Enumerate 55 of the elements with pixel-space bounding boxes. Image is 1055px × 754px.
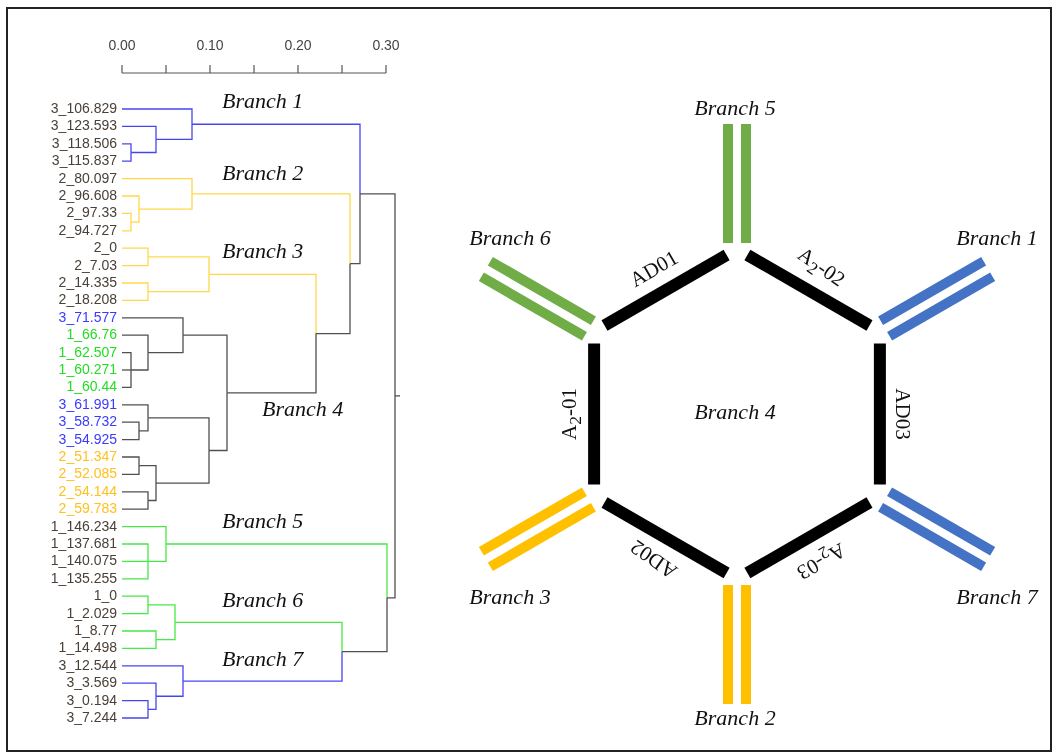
- sample-label: 2_18.208: [58, 292, 117, 307]
- sample-label: 1_0: [93, 588, 117, 603]
- sample-label: 3_3.569: [66, 675, 117, 690]
- sample-label: 1_8.77: [74, 623, 117, 637]
- tick-label: 0.00: [108, 38, 136, 52]
- branch-label: Branch 5: [222, 510, 304, 532]
- sample-label: 1_60.271: [58, 362, 117, 376]
- sample-label: 3_61.991: [58, 396, 117, 411]
- branch-label: Branch 1: [956, 227, 1038, 249]
- sample-label: 3_7.244: [66, 710, 117, 724]
- sample-label: 3_106.829: [50, 101, 117, 115]
- branch-label: Branch 6: [469, 227, 551, 249]
- sample-label: 3_0.194: [66, 692, 117, 707]
- sample-label: 1_146.234: [50, 518, 117, 533]
- tick-label: 0.30: [372, 38, 400, 52]
- sample-label: 3_123.593: [50, 118, 117, 133]
- sample-label: 1_62.507: [58, 344, 117, 359]
- branch-label: Branch 7: [956, 586, 1038, 608]
- sample-label: 1_135.255: [50, 570, 117, 585]
- sample-label: 2_14.335: [58, 275, 117, 289]
- sample-label: 3_58.732: [58, 414, 117, 429]
- sample-label: 2_54.144: [58, 483, 117, 498]
- branch-label: Branch 4: [262, 398, 344, 420]
- sample-label: 2_97.33: [66, 205, 117, 220]
- sample-label: 2_0: [93, 240, 117, 255]
- tick-label: 0.10: [196, 38, 224, 52]
- tick-label: 0.20: [284, 38, 312, 52]
- side-label: AD03: [891, 388, 913, 440]
- sample-label: 2_80.097: [58, 170, 117, 185]
- sample-label: 1_60.44: [66, 379, 117, 394]
- sample-label: 1_14.498: [58, 640, 117, 655]
- sample-label: 1_2.029: [66, 605, 117, 620]
- branch-label: Branch 2: [222, 162, 304, 184]
- sample-label: 3_115.837: [51, 153, 117, 168]
- branch-label: Branch 6: [222, 589, 304, 611]
- branch-label: Branch 3: [469, 586, 551, 608]
- sample-label: 2_96.608: [58, 188, 117, 202]
- branch-label: Branch 7: [222, 648, 304, 670]
- sample-label: 1_140.075: [50, 553, 117, 568]
- sample-label: 2_51.347: [58, 449, 117, 463]
- sample-label: 3_54.925: [58, 431, 117, 446]
- branch-label: Branch 4: [694, 401, 776, 423]
- sample-label: 2_7.03: [74, 257, 117, 272]
- sample-label: 1_137.681: [50, 536, 117, 550]
- branch-label: Branch 3: [222, 240, 304, 262]
- sample-label: 3_12.544: [58, 657, 117, 672]
- sample-label: 2_52.085: [58, 466, 117, 481]
- sample-label: 3_118.506: [51, 135, 117, 150]
- branch-label: Branch 5: [694, 97, 776, 119]
- sample-label: 1_66.76: [66, 327, 117, 342]
- sample-label: 3_71.577: [58, 309, 117, 324]
- branch-label: Branch 2: [694, 707, 776, 729]
- sample-label: 2_94.727: [58, 222, 117, 237]
- sample-label: 2_59.783: [58, 501, 117, 516]
- branch-label: Branch 1: [222, 90, 304, 112]
